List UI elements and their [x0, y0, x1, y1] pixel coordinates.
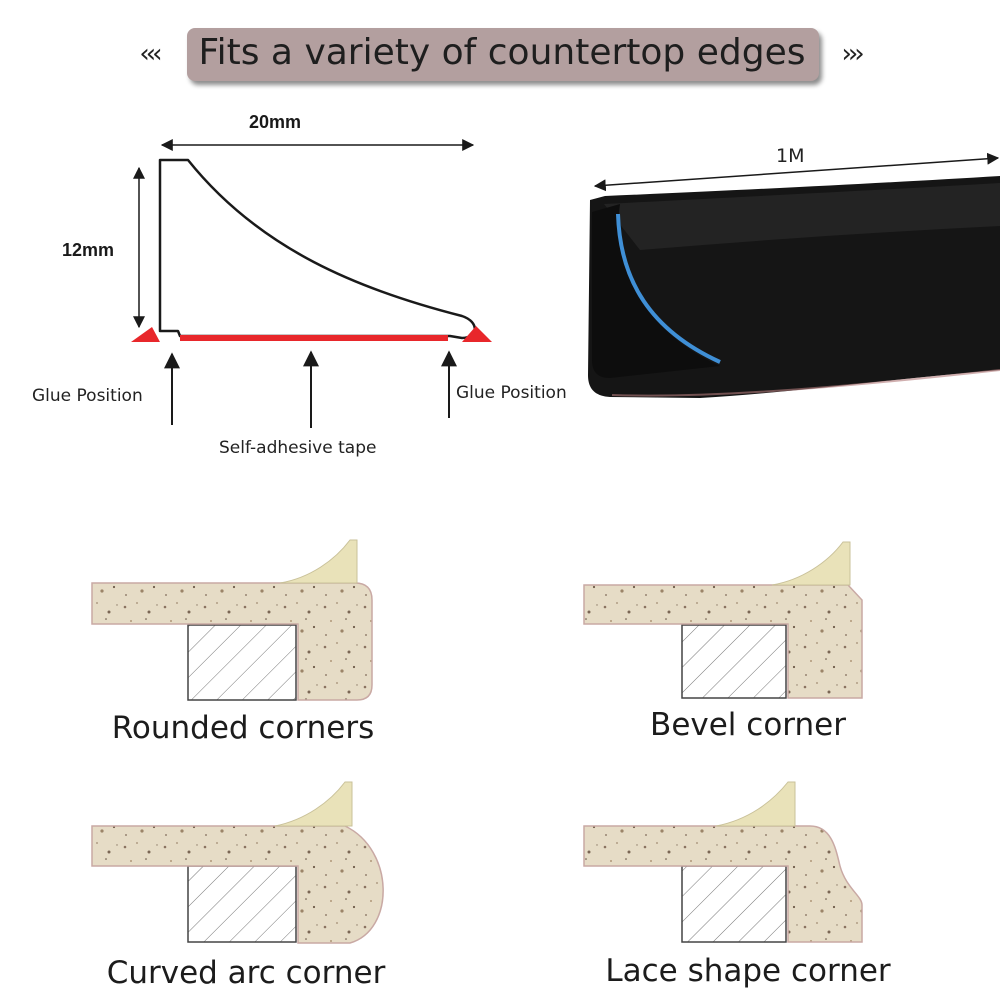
countertop-stone: [583, 825, 863, 943]
left-glue-label: Glue Position: [32, 386, 143, 406]
edge-curved-arc-corner: [91, 781, 384, 944]
right-chevrons-icon: ›››: [841, 39, 864, 69]
length-dimension-arrow: [593, 152, 1000, 192]
glue-triangle-left: [131, 327, 160, 342]
edge-label-lace-shape: Lace shape corner: [605, 953, 891, 989]
header-banner: ‹‹‹ Fits a variety of countertop edges ›…: [0, 22, 1000, 86]
glue-triangle-right: [462, 326, 492, 342]
cabinet-block: [187, 624, 297, 701]
strip-top-sheen: [604, 183, 1000, 250]
cabinet-block: [681, 624, 787, 699]
edge-label-rounded: Rounded corners: [111, 710, 375, 746]
adhesive-tape: [180, 335, 448, 341]
right-glue-label: Glue Position: [456, 383, 567, 403]
edge-bevel-corner: [583, 541, 863, 699]
edge-label-bevel: Bevel corner: [650, 707, 846, 743]
adhesive-edge: [616, 213, 721, 364]
height-dimension-label: 12mm: [62, 240, 115, 260]
product-photo: [588, 152, 1000, 398]
countertop-stone: [583, 584, 863, 699]
width-dimension-label: 20mm: [249, 112, 302, 132]
tape-label: Self-adhesive tape: [219, 438, 377, 458]
edge-rounded-corners: [91, 539, 373, 701]
edge-strip: [771, 541, 851, 586]
edge-label-curved-arc: Curved arc corner: [106, 955, 386, 991]
countertop-stone: [91, 825, 384, 944]
length-label: 1M: [776, 145, 805, 167]
left-chevrons-icon: ‹‹‹: [139, 39, 162, 69]
countertop-stone: [91, 582, 373, 701]
edge-lace-shape-corner: [583, 781, 863, 943]
cabinet-block: [187, 865, 297, 943]
edge-strip: [715, 781, 796, 827]
edge-strip: [279, 539, 358, 584]
profile-outline: [158, 158, 476, 340]
banner-title: Fits a variety of countertop edges: [186, 27, 820, 81]
cabinet-block: [681, 865, 787, 943]
edge-strip: [274, 781, 353, 827]
strip-face: [592, 204, 720, 378]
strip-bottom-shadow: [611, 369, 1000, 397]
